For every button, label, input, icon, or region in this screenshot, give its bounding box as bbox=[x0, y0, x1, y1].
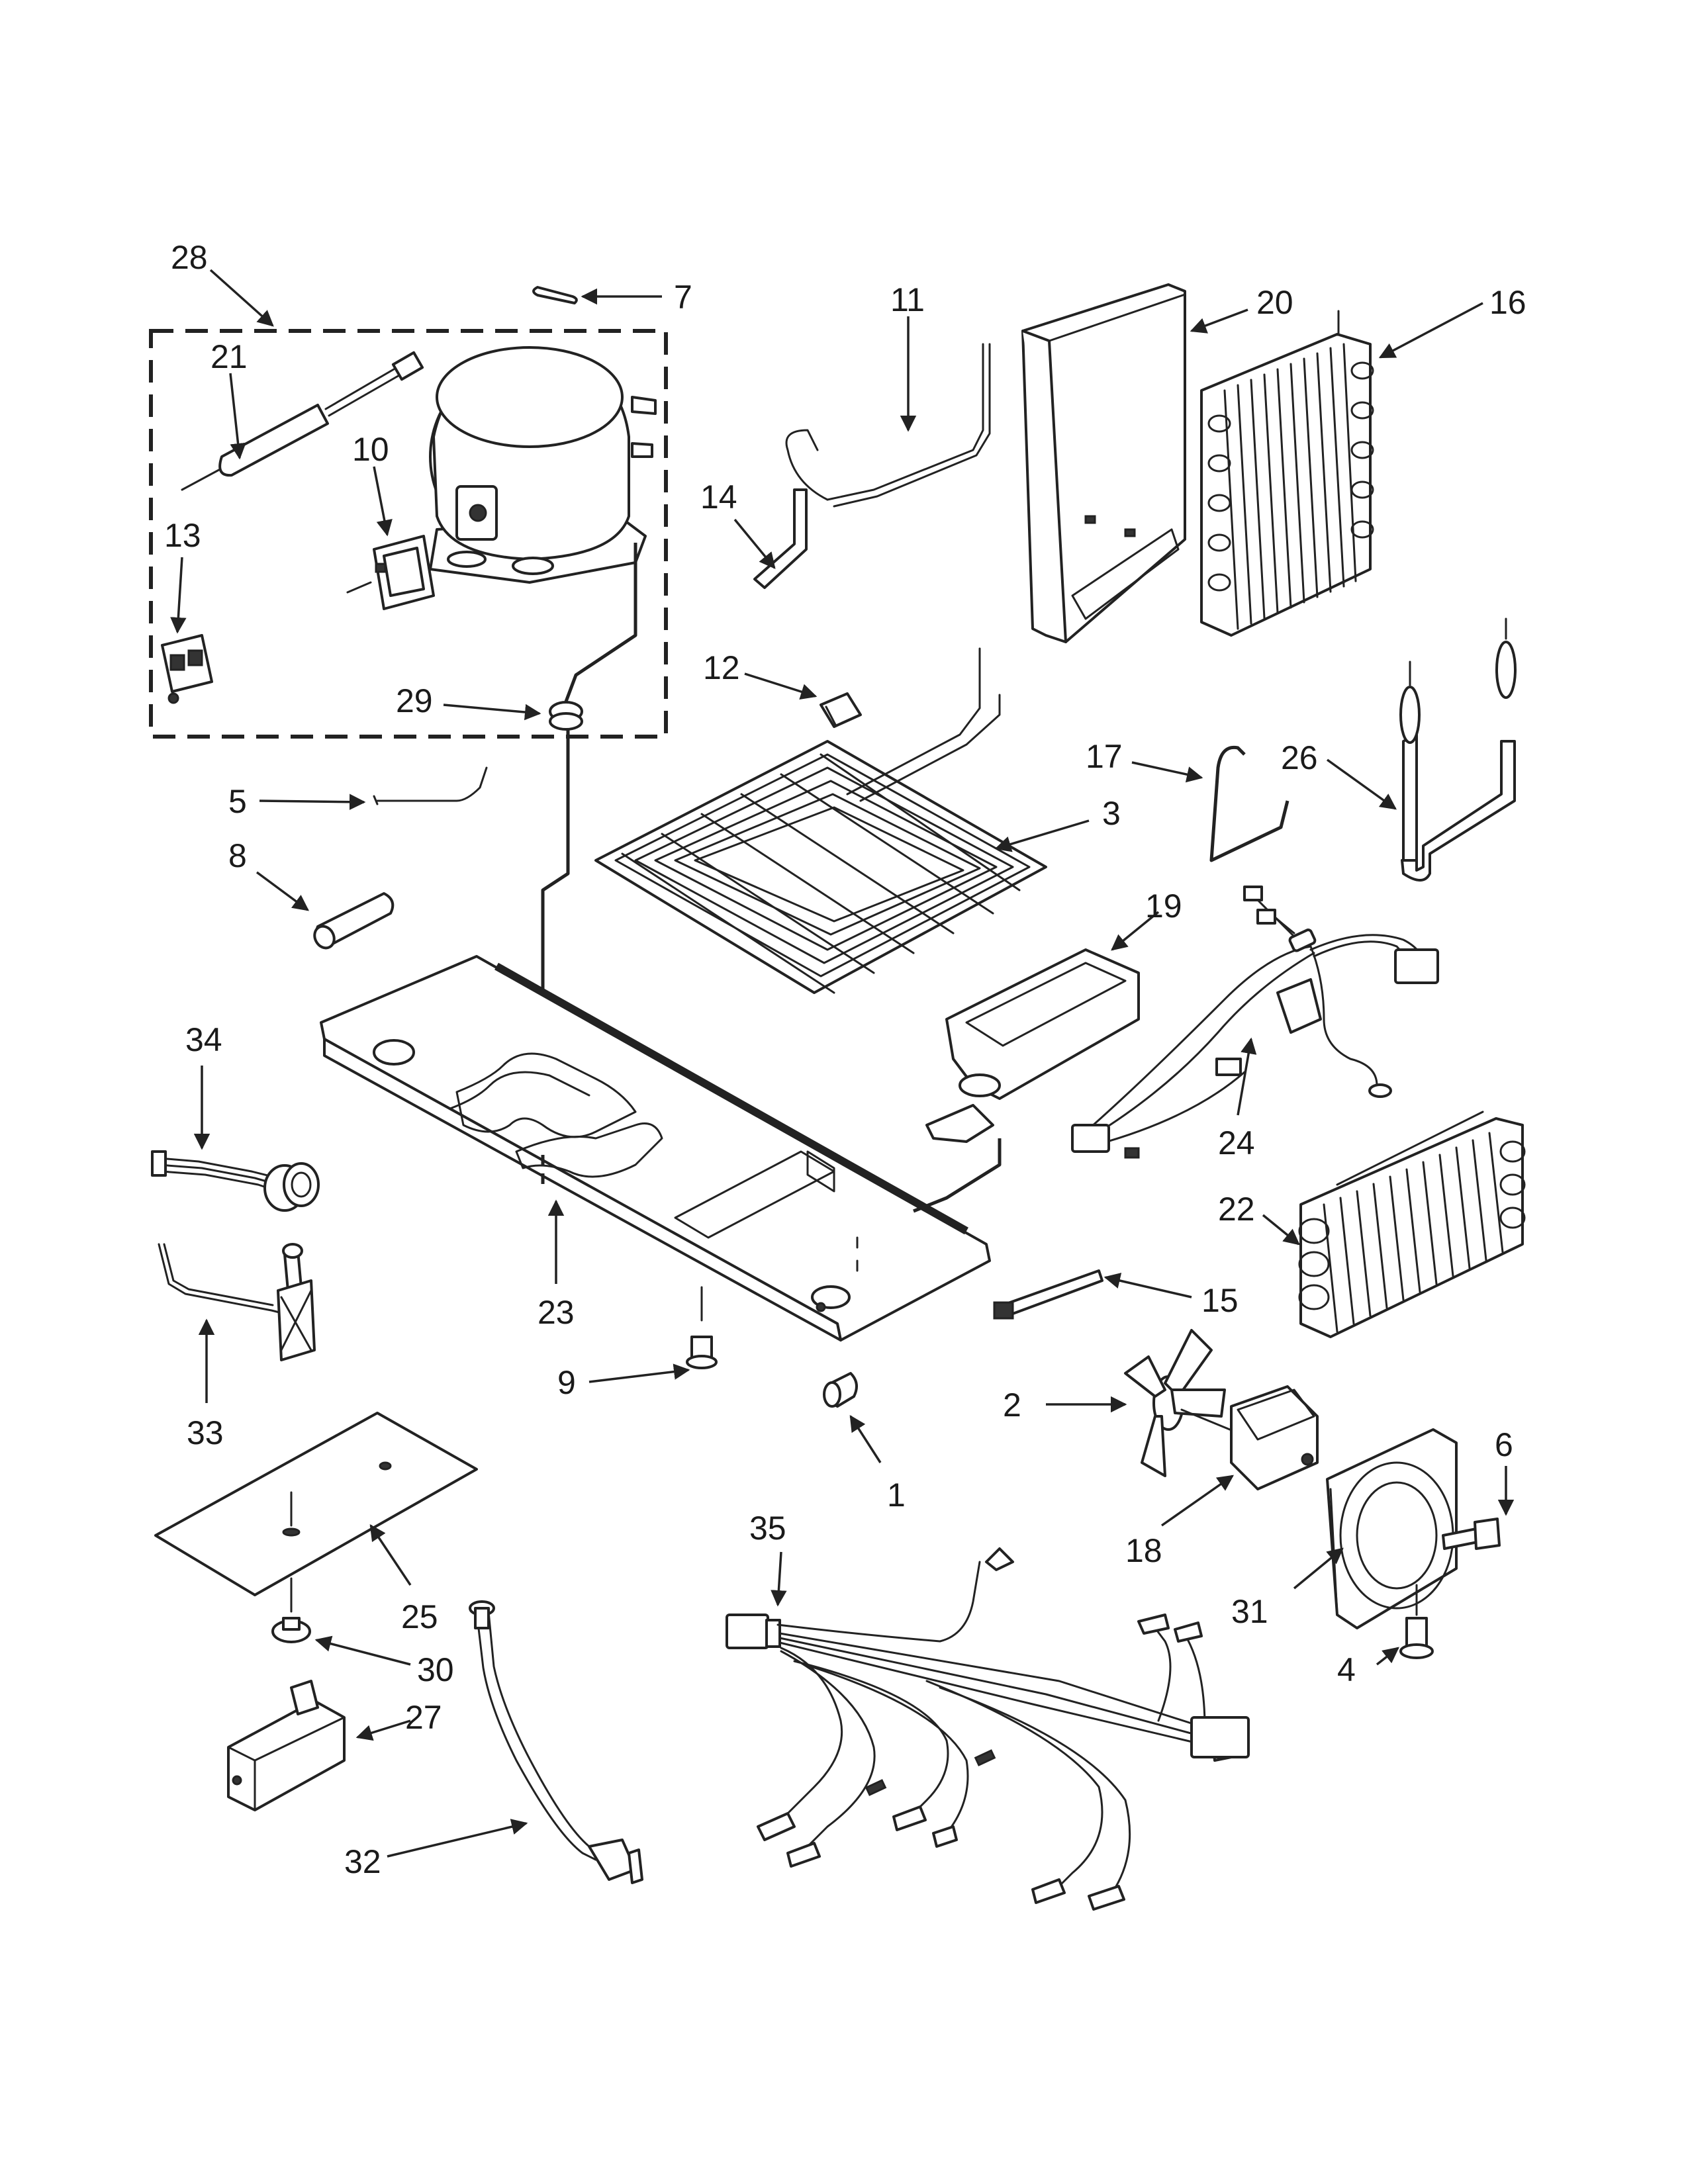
callout-19: 19 bbox=[1145, 887, 1182, 925]
callout-2: 2 bbox=[1003, 1387, 1021, 1424]
callout-labels: 28 7 21 10 13 11 20 16 14 12 29 17 26 3 … bbox=[164, 239, 1526, 1880]
callout-14: 14 bbox=[700, 478, 737, 516]
part-24-wire-harness bbox=[1071, 886, 1439, 1159]
part-5-wire-clip bbox=[373, 766, 488, 805]
part-21-filter-drier bbox=[181, 351, 424, 491]
callout-29: 29 bbox=[396, 682, 433, 719]
part-29-grommet bbox=[541, 543, 637, 1155]
part-16-evaporator bbox=[1200, 310, 1374, 637]
compressor-kit-dashed-box bbox=[149, 329, 668, 739]
part-30-clip bbox=[271, 1577, 311, 1643]
callout-35: 35 bbox=[749, 1510, 786, 1547]
part-14-tube bbox=[753, 488, 808, 589]
callout-12: 12 bbox=[703, 649, 740, 686]
callout-4: 4 bbox=[1337, 1651, 1356, 1688]
part-12-clip bbox=[820, 692, 862, 728]
part-3-evaporator bbox=[594, 647, 1047, 994]
callout-11: 11 bbox=[890, 281, 925, 318]
part-8-sleeve bbox=[313, 892, 395, 950]
callout-17: 17 bbox=[1086, 738, 1123, 775]
callout-6: 6 bbox=[1495, 1426, 1513, 1463]
callout-8: 8 bbox=[228, 837, 247, 874]
callout-28: 28 bbox=[171, 239, 208, 276]
part-26-tube-assembly bbox=[1399, 617, 1517, 882]
part-31-fan-shroud bbox=[1326, 1428, 1458, 1629]
part-1-grommet bbox=[823, 1372, 858, 1408]
callout-1: 1 bbox=[887, 1477, 906, 1514]
callout-32: 32 bbox=[344, 1843, 381, 1880]
callout-24: 24 bbox=[1218, 1124, 1255, 1161]
part-19-drain-pan bbox=[925, 948, 1140, 1143]
callout-leaders bbox=[170, 269, 1515, 1858]
compressor bbox=[429, 346, 657, 584]
part-34-sensor-harness bbox=[151, 1150, 320, 1212]
part-35-wire-harness bbox=[726, 1547, 1250, 1911]
callout-3: 3 bbox=[1102, 795, 1121, 832]
part-27-control-box bbox=[227, 1680, 346, 1811]
callout-16: 16 bbox=[1489, 284, 1526, 321]
part-7-strap bbox=[532, 286, 578, 304]
part-11-tube bbox=[785, 343, 991, 508]
part-25-insulation-sheet bbox=[154, 1412, 478, 1596]
callout-22: 22 bbox=[1218, 1191, 1255, 1228]
part-20-evaporator-cover bbox=[1021, 283, 1186, 643]
callout-27: 27 bbox=[405, 1699, 442, 1736]
part-23-base-pan bbox=[320, 955, 1002, 1342]
callout-30: 30 bbox=[417, 1651, 454, 1688]
callout-34: 34 bbox=[185, 1021, 222, 1058]
part-32-tube bbox=[469, 1600, 643, 1884]
part-2-fan-blade bbox=[1124, 1329, 1239, 1477]
callout-23: 23 bbox=[538, 1294, 575, 1331]
part-4-screw bbox=[1399, 1584, 1434, 1659]
callout-18: 18 bbox=[1125, 1532, 1162, 1569]
callout-7: 7 bbox=[674, 279, 692, 316]
callout-25: 25 bbox=[401, 1598, 438, 1635]
part-6-screw bbox=[1442, 1518, 1501, 1550]
callout-5: 5 bbox=[228, 783, 247, 820]
part-15-cable-tie bbox=[993, 1269, 1103, 1320]
callout-10: 10 bbox=[352, 431, 389, 468]
part-10-start-relay bbox=[346, 535, 435, 610]
callout-20: 20 bbox=[1256, 284, 1293, 321]
callout-31: 31 bbox=[1231, 1593, 1268, 1630]
part-22-condenser bbox=[1298, 1111, 1526, 1338]
callout-33: 33 bbox=[187, 1414, 224, 1451]
part-17-tube bbox=[1209, 745, 1289, 862]
part-18-fan-motor bbox=[1230, 1385, 1319, 1490]
part-13-overload bbox=[161, 634, 213, 704]
callout-15: 15 bbox=[1201, 1282, 1239, 1319]
callout-13: 13 bbox=[164, 517, 201, 554]
part-33-thermostat bbox=[158, 1243, 316, 1361]
callout-9: 9 bbox=[557, 1364, 576, 1401]
callout-21: 21 bbox=[211, 338, 248, 375]
part-9-screw bbox=[686, 1286, 718, 1369]
callout-26: 26 bbox=[1281, 739, 1318, 776]
